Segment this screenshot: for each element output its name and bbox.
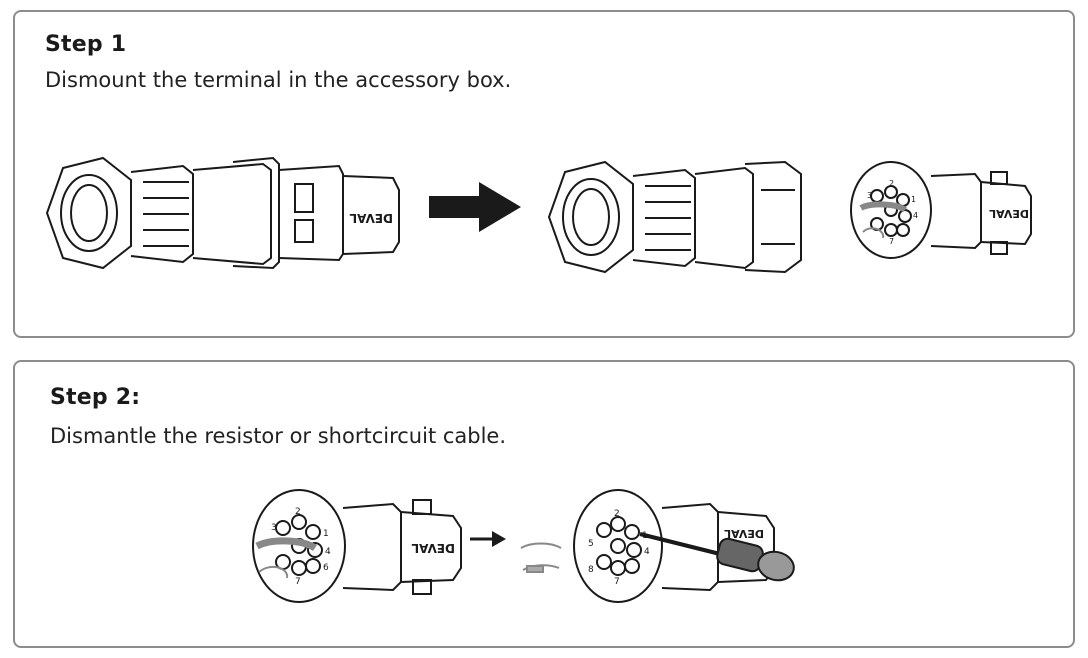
svg-text:2: 2 bbox=[889, 179, 894, 188]
small-right-arrow-icon bbox=[470, 531, 506, 547]
svg-text:3: 3 bbox=[867, 191, 872, 200]
brand-marking: DEVAL bbox=[411, 541, 455, 555]
svg-text:4: 4 bbox=[913, 211, 918, 220]
assembled-connector-illustration: DEVAL bbox=[45, 156, 400, 270]
svg-text:8: 8 bbox=[588, 565, 594, 575]
brand-marking: DEVAL bbox=[349, 211, 393, 225]
svg-text:5: 5 bbox=[588, 539, 594, 549]
step-1-panel: Step 1 Dismount the terminal in the acce… bbox=[13, 10, 1075, 338]
terminal-with-cable-illustration: 2 3 1 4 6 7 DEVAL bbox=[252, 489, 462, 603]
svg-text:2: 2 bbox=[295, 507, 301, 517]
removed-cable-illustration bbox=[520, 542, 562, 573]
step-1-description: Dismount the terminal in the accessory b… bbox=[45, 68, 512, 92]
right-arrow-icon bbox=[429, 182, 521, 232]
svg-text:7: 7 bbox=[889, 237, 894, 246]
brand-marking: DEVAL bbox=[724, 527, 764, 540]
svg-text:7: 7 bbox=[614, 577, 620, 587]
svg-text:7: 7 bbox=[295, 577, 301, 587]
svg-text:4: 4 bbox=[325, 547, 331, 557]
terminal-insert-illustration: 2 3 1 4 7 DEVAL bbox=[850, 161, 1032, 259]
svg-text:6: 6 bbox=[323, 563, 329, 573]
terminal-with-screwdriver-illustration: 2 5 1 4 8 7 DEVAL bbox=[573, 489, 795, 603]
svg-text:2: 2 bbox=[614, 509, 620, 519]
step-2-panel: Step 2: Dismantle the resistor or shortc… bbox=[13, 360, 1075, 648]
step-2-description: Dismantle the resistor or shortcircuit c… bbox=[50, 424, 507, 448]
connector-body-illustration bbox=[547, 160, 802, 274]
step-1-title: Step 1 bbox=[45, 32, 127, 57]
brand-marking: DEVAL bbox=[989, 207, 1029, 220]
svg-text:1: 1 bbox=[323, 529, 329, 539]
svg-text:4: 4 bbox=[644, 547, 650, 557]
svg-text:1: 1 bbox=[911, 195, 916, 204]
step-2-title: Step 2: bbox=[50, 385, 141, 410]
svg-text:3: 3 bbox=[271, 523, 277, 533]
